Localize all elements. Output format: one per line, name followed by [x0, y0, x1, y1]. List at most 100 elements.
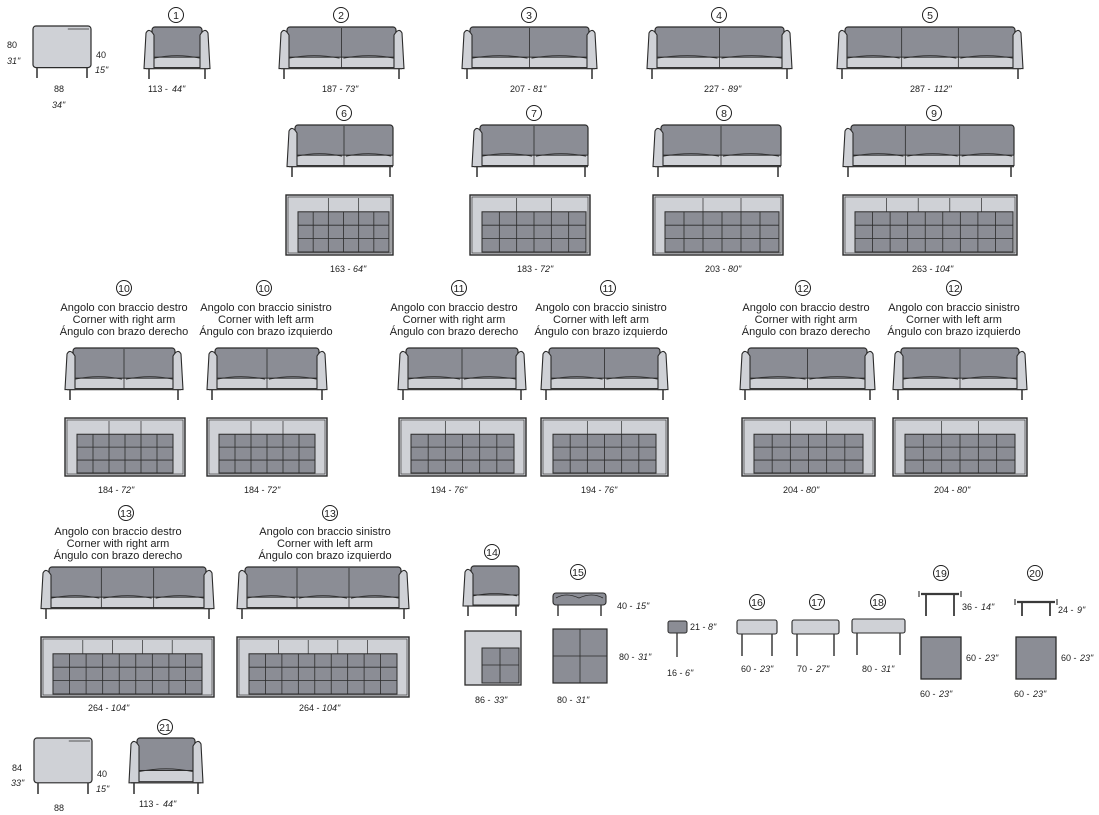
corner-label-line: Corner with left arm — [277, 538, 373, 550]
corner-module-plan — [464, 630, 522, 686]
side-seat-cm: 40 — [96, 50, 106, 60]
side-height-cm: 80 — [7, 40, 17, 50]
sofa-front-view — [286, 124, 394, 177]
dim-cm: 264 - — [88, 703, 109, 713]
sofa-back — [244, 566, 402, 600]
pouf-front — [552, 592, 607, 616]
item-number-circle — [795, 280, 811, 296]
dim-cm: 184 - — [98, 485, 119, 495]
sofa-seat — [48, 596, 207, 609]
dim-in: 76" — [604, 485, 618, 495]
dim-in: 64" — [353, 264, 367, 274]
sofa-plan-view — [741, 417, 876, 477]
table-top — [736, 619, 778, 635]
corner-label-line: Angolo con braccio destro — [54, 526, 181, 538]
sofa-front-view — [206, 347, 328, 400]
dim-cm: 263 - — [912, 264, 933, 274]
side2-seat-in: 15" — [96, 784, 110, 794]
sofa-arm — [316, 350, 328, 391]
dim-cm: 287 - — [910, 84, 931, 94]
sofa-arm — [199, 29, 211, 70]
item-number-circle — [168, 7, 184, 23]
dim-in: 104" — [322, 703, 341, 713]
dim-cm: 86 - — [475, 695, 491, 705]
side2-depth-cm: 88 — [54, 803, 64, 813]
item-number-circle — [570, 564, 586, 580]
cushion-curve — [268, 376, 318, 380]
cushion-curve — [961, 376, 1018, 380]
sofa-seat — [470, 594, 520, 606]
side-view-bottom: 84 33" 40 15" 88 — [11, 763, 110, 813]
sofa-seat — [844, 56, 1016, 69]
sofa-arm — [540, 350, 552, 391]
plan-inner — [238, 638, 408, 696]
dim-in: 23" — [984, 653, 999, 663]
dim-cm: 163 - — [330, 264, 351, 274]
cushion-curve — [550, 376, 603, 380]
dim-cm: 204 - — [783, 485, 804, 495]
sofa-arm — [471, 127, 483, 168]
item-number-circle — [711, 7, 727, 23]
sofa-arm — [739, 350, 751, 391]
cushion-curve — [246, 595, 296, 599]
item-number-circle — [870, 594, 886, 610]
cushion-curve — [296, 153, 343, 157]
cushion-curve — [345, 153, 392, 157]
coffee-table-19-plan — [920, 636, 962, 680]
corner-label-line: Angolo con braccio sinistro — [888, 302, 1019, 314]
corner-label-line: Corner with right arm — [73, 314, 176, 326]
cushion-curve — [153, 55, 201, 59]
sofa-plan-view — [652, 194, 784, 256]
corner-label-line: Ángulo con brazo derecho — [390, 325, 518, 338]
sofa-arm — [1012, 29, 1024, 70]
side-table-small — [667, 620, 688, 657]
item-number: 12 — [948, 283, 960, 295]
dim-in: 112" — [934, 84, 952, 94]
dim-in: 33" — [494, 695, 508, 705]
plan-cushion-grid — [297, 211, 390, 253]
table-18 — [851, 618, 906, 655]
item-number-circle — [451, 280, 467, 296]
corner-label-line: Ángulo con brazo derecho — [60, 325, 188, 338]
sofa-back — [850, 124, 1015, 158]
side-body — [32, 25, 92, 69]
cushion-curve — [662, 153, 720, 157]
item-number: 8 — [721, 108, 727, 120]
sofa-plan-view — [398, 417, 527, 477]
dim-in: 23" — [1079, 653, 1094, 663]
pouf-seat — [552, 592, 607, 606]
dim-cm: 24 - — [1058, 605, 1074, 615]
cushion-curve — [852, 153, 904, 157]
dim-cm: 194 - — [581, 485, 602, 495]
item-number-circle — [809, 594, 825, 610]
item-number: 12 — [797, 283, 809, 295]
sofa-front-view — [397, 347, 527, 400]
dim-in: 80" — [806, 485, 820, 495]
cushion-curve — [343, 55, 395, 59]
item-number: 11 — [603, 283, 614, 295]
dim-in: 44" — [172, 84, 186, 94]
table-17 — [791, 619, 840, 656]
plan-cushion-grid — [481, 211, 587, 253]
dim-cm: 113 - — [148, 84, 168, 94]
sofa-front-view — [836, 26, 1024, 79]
item-number: 10 — [118, 283, 130, 295]
dim-in: 80" — [728, 264, 742, 274]
sofa-arm — [515, 350, 527, 391]
dim-in: 31" — [881, 664, 895, 674]
cushion-curve — [846, 55, 900, 59]
cushion-curve — [407, 376, 461, 380]
item-number: 9 — [931, 108, 937, 120]
sofa-front-view — [892, 347, 1028, 400]
sofa-arm — [143, 29, 155, 70]
cushion-curve — [907, 153, 958, 157]
side-seat-in: 15" — [95, 65, 109, 75]
sofa-front-view — [236, 566, 410, 619]
cushion-curve — [74, 376, 123, 380]
item-number-circle — [1027, 565, 1043, 581]
corner-label-line: Corner with left arm — [906, 314, 1002, 326]
side2-height-cm: 84 — [12, 763, 22, 773]
dim-cm: 194 - — [431, 485, 452, 495]
dim-in: 80" — [957, 485, 971, 495]
